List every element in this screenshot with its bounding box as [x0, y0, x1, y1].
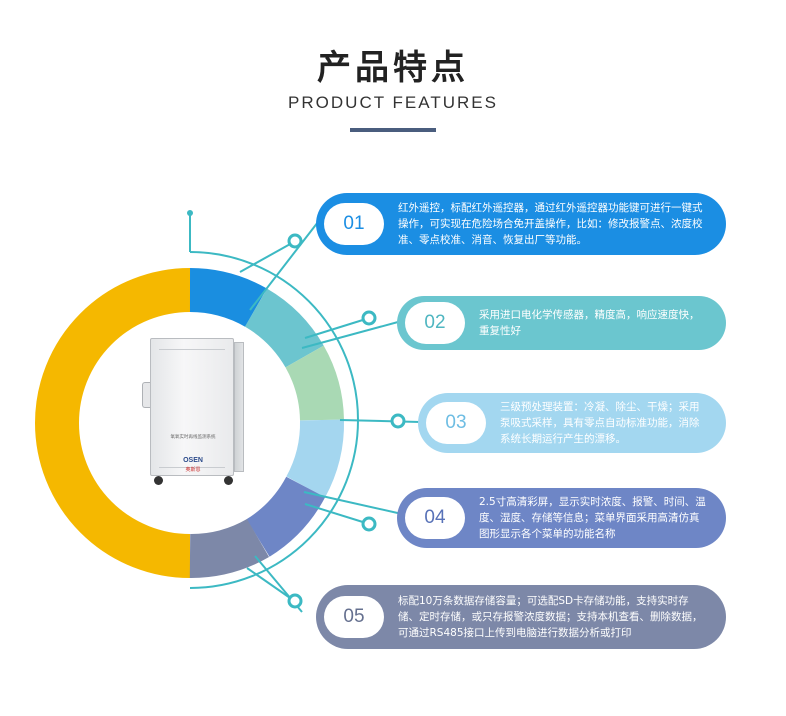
feature-card-1: 01 红外遥控，标配红外遥控器，通过红外遥控器功能键可进行一键式操作，可实现在危… — [316, 193, 726, 255]
ring-big-yellow — [35, 268, 191, 578]
feature-text-3: 三级预处理装置：冷凝、除尘、干燥；采用泵吸式采样，具有零点自动标准功能，消除系统… — [500, 401, 700, 445]
connector-line-1 — [249, 221, 319, 311]
feature-number-1: 01 — [324, 203, 384, 245]
connector-node-4 — [361, 516, 377, 532]
connector-line-b — [304, 318, 367, 339]
ring-segment-6 — [189, 518, 270, 578]
connector-line-c — [304, 503, 367, 524]
feature-number-5: 05 — [324, 596, 384, 638]
device-cabinet: 氧氧实时再线监测系统 OSEN 奥斯恩 — [150, 338, 234, 476]
gas-analyzer-image: 氧氧实时再线监测系统 OSEN 奥斯恩 — [140, 338, 250, 488]
connector-line-d — [246, 567, 294, 601]
page-title: 产品特点 — [317, 48, 469, 88]
connector-node-3 — [390, 413, 406, 429]
device-label: 氧氧实时再线监测系统 — [170, 435, 216, 440]
feature-card-5: 05 标配10万条数据存储容量；可选配SD卡存储功能，支持实时存储、定时存储，或… — [316, 585, 726, 649]
ring-segment-3 — [285, 345, 344, 422]
feature-card-3: 03 三级预处理装置：冷凝、除尘、干燥；采用泵吸式采样，具有零点自动标准功能，消… — [418, 393, 726, 453]
feature-number-4: 04 — [405, 497, 465, 539]
feature-text-1: 红外遥控，标配红外遥控器，通过红外遥控器功能键可进行一键式操作，可实现在危险场合… — [398, 202, 703, 246]
feature-number-3: 03 — [426, 402, 486, 444]
feature-text-2: 采用进口电化学传感器，精度高，响应速度快，重复性好 — [479, 309, 700, 337]
connector-node-5 — [287, 593, 303, 609]
device-wheel — [224, 476, 233, 485]
device-handle — [142, 382, 150, 408]
device-brand: OSEN — [183, 457, 203, 464]
connector-line-2 — [301, 321, 399, 349]
connector-node-2 — [361, 310, 377, 326]
connector-node-top — [187, 210, 193, 216]
ring-segment-4 — [286, 419, 345, 498]
feature-card-2: 02 采用进口电化学传感器，精度高，响应速度快，重复性好 — [397, 296, 726, 350]
device-side-panel — [234, 342, 244, 472]
ring-segment-2 — [244, 288, 324, 368]
feature-text-5: 标配10万条数据存储容量；可选配SD卡存储功能，支持实时存储、定时存储，或只存报… — [398, 595, 703, 639]
feature-card-4: 04 2.5寸高清彩屏，显示实时浓度、报警、时间、温度、湿度、存储等信息；菜单界… — [397, 488, 726, 548]
device-wheel — [154, 476, 163, 485]
connector-line-a — [239, 242, 293, 273]
ring-segment-1 — [189, 268, 267, 328]
title-underline — [350, 128, 436, 132]
feature-number-2: 02 — [405, 302, 465, 344]
device-brand-cn: 奥斯恩 — [185, 467, 201, 473]
feature-text-4: 2.5寸高清彩屏，显示实时浓度、报警、时间、温度、湿度、存储等信息；菜单界面采用… — [479, 496, 706, 540]
connector-line-3 — [339, 419, 421, 423]
page-subtitle: PRODUCT FEATURES — [288, 93, 498, 112]
connector-line-4 — [303, 491, 403, 515]
ring-segment-5 — [245, 476, 326, 557]
connector-node-1 — [287, 233, 303, 249]
